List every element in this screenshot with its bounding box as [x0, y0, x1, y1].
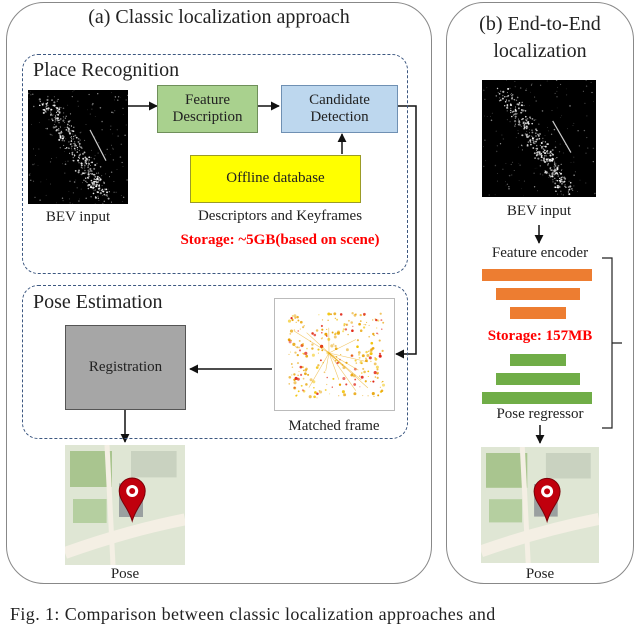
map-image-b: [481, 447, 599, 563]
matched-frame-image: [274, 298, 395, 411]
panel-classic-title: (a) Classic localization approach: [6, 6, 432, 29]
pose-regressor-label: Pose regressor: [470, 406, 610, 423]
feature-encoder-label: Feature encoder: [470, 245, 610, 262]
offline-database-box: Offline database: [190, 155, 361, 203]
encoder-bar-1: [482, 269, 592, 281]
registration-box: Registration: [65, 325, 186, 410]
panel-end-to-end-title-line2: localization: [446, 40, 634, 63]
bev-input-label-a: BEV input: [28, 209, 128, 226]
encoder-bar-2: [496, 288, 580, 300]
candidate-detection-line1: Candidate: [309, 92, 370, 109]
regressor-bar-3: [482, 392, 592, 404]
offline-database-label: Offline database: [226, 170, 324, 187]
panel-end-to-end-title-line1: (b) End-to-End: [446, 13, 634, 36]
pose-estimation-title: Pose Estimation: [33, 291, 162, 314]
storage-classic: Storage: ~5GB(based on scene): [150, 232, 410, 249]
place-recognition-title: Place Recognition: [33, 59, 179, 82]
registration-label: Registration: [89, 359, 162, 376]
pose-label-b: Pose: [481, 566, 599, 583]
bev-input-image-b: [482, 80, 596, 197]
feature-description-line2: Description: [173, 109, 243, 126]
descriptors-keyframes-label: Descriptors and Keyframes: [160, 208, 400, 225]
candidate-detection-line2: Detection: [309, 109, 370, 126]
bev-input-label-b: BEV input: [482, 203, 596, 220]
map-image-a: [65, 445, 185, 565]
figure-caption: Fig. 1: Comparison between classic local…: [10, 604, 496, 625]
encoder-bar-3: [510, 307, 566, 319]
feature-description-line1: Feature: [173, 92, 243, 109]
matched-frame-label: Matched frame: [264, 418, 404, 435]
storage-end-to-end: Storage: 157MB: [470, 328, 610, 345]
bev-input-image-a: [28, 90, 128, 204]
pose-label-a: Pose: [65, 566, 185, 583]
regressor-bar-1: [510, 354, 566, 366]
regressor-bar-2: [496, 373, 580, 385]
